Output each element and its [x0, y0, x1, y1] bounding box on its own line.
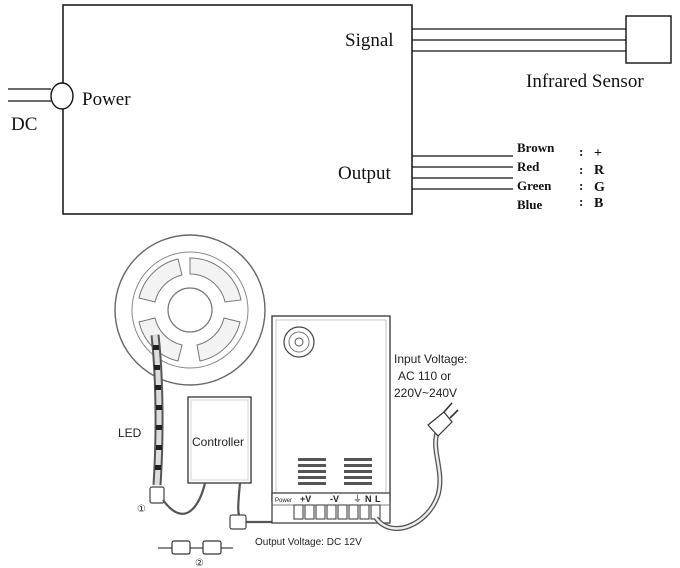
terminal-ground-label: ⏚ [353, 494, 362, 504]
controller-block-diagram: DC Power Signal Infrared Sensor Output B… [8, 4, 672, 215]
input-voltage-line-2: AC 110 or [398, 369, 451, 383]
led-strip [149, 334, 165, 504]
wire-color-blue: Blue [517, 197, 543, 212]
wire-colon-red: : [579, 162, 583, 177]
dc-label: DC [11, 114, 37, 135]
led-reel-icon [114, 234, 266, 386]
terminal-n-label: N [365, 494, 372, 504]
input-voltage-line-3: 220V~240V [394, 386, 457, 400]
wire-color-brown: Brown [517, 140, 555, 155]
controller-label: Controller [192, 435, 244, 449]
wire-symbol-r: R [594, 163, 605, 178]
infrared-sensor-box [625, 15, 672, 64]
power-supply-unit [271, 315, 391, 524]
dc-plug-connector [229, 514, 247, 530]
power-label: Power [82, 89, 131, 110]
marker-2: ② [195, 558, 204, 568]
controller-device [187, 396, 252, 484]
installation-illustration: LED ① Controller ② [114, 234, 467, 568]
terminal-l-label: L [375, 494, 381, 504]
extension-connector [158, 540, 233, 555]
terminal-power-label: Power [275, 498, 292, 504]
wire-symbol-b: B [594, 196, 603, 211]
wire-symbol-g: G [594, 180, 605, 195]
signal-label: Signal [345, 30, 394, 51]
wire-colon-blue: : [579, 194, 583, 209]
wire-color-green: Green [517, 178, 552, 193]
terminal-pos-label: +V [300, 494, 311, 504]
output-voltage-label: Output Voltage: DC 12V [255, 537, 362, 548]
input-voltage-line-1: Input Voltage: [394, 352, 467, 366]
power-jack-circle [50, 82, 74, 110]
wire-symbol-plus: + [594, 146, 602, 161]
led-label: LED [118, 426, 142, 440]
infrared-sensor-label: Infrared Sensor [526, 71, 644, 92]
wire-color-red: Red [517, 159, 540, 174]
terminal-neg-label: -V [330, 494, 339, 504]
wire-colon-brown: : [579, 144, 583, 159]
wire-colon-green: : [579, 178, 583, 193]
output-label: Output [338, 163, 392, 184]
marker-1: ① [137, 504, 146, 515]
led-to-controller-cable [162, 482, 207, 515]
ac-plug-icon [427, 402, 459, 437]
